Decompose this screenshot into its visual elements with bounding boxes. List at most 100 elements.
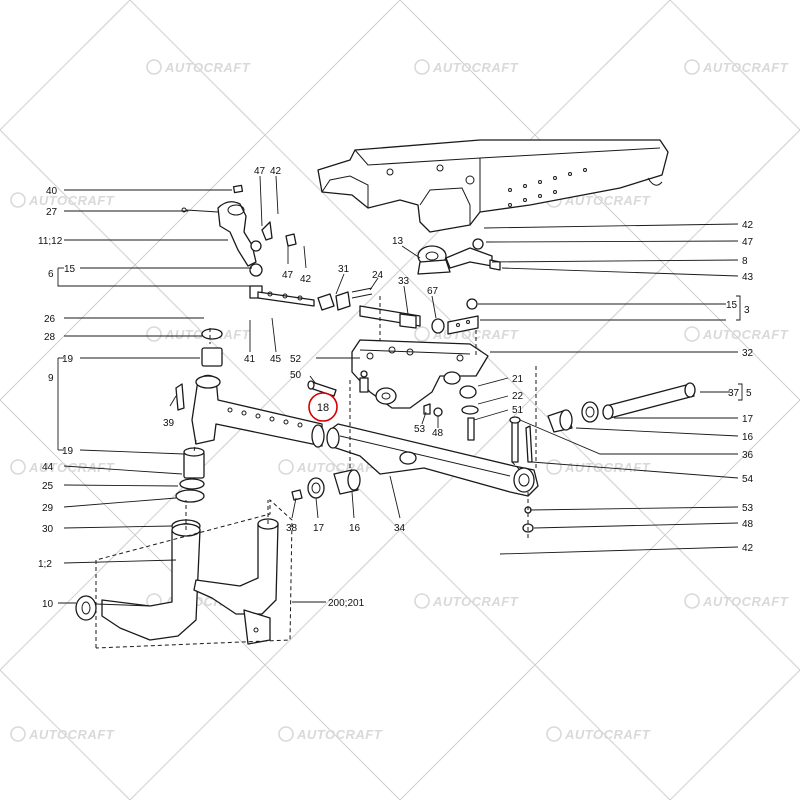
label-36: 36 [742, 450, 754, 461]
tie-rod-left [249, 221, 315, 307]
bolt-39 [175, 383, 185, 411]
watermark-logo: AUTOCRAFT [10, 192, 115, 208]
svg-text:AUTOCRAFT: AUTOCRAFT [564, 727, 651, 742]
label-39: 39 [163, 418, 175, 429]
svg-text:AUTOCRAFT: AUTOCRAFT [28, 727, 115, 742]
pivot-pin [307, 370, 369, 397]
label-1-2: 1;2 [38, 559, 52, 570]
svg-text:AUTOCRAFT: AUTOCRAFT [296, 727, 383, 742]
label-27: 27 [46, 207, 58, 218]
svg-text:AUTOCRAFT: AUTOCRAFT [432, 60, 519, 75]
watermark-logo: AUTOCRAFT [684, 59, 789, 75]
watermark-logo: AUTOCRAFT [146, 59, 251, 75]
watermark-logo: AUTOCRAFT [414, 593, 519, 609]
label-5: 5 [746, 388, 752, 399]
kingpin-stack-left [171, 447, 205, 533]
label-40: 40 [46, 186, 58, 197]
label-54: 54 [742, 474, 754, 485]
watermark-logo: AUTOCRAFT [10, 726, 115, 742]
highlight-circle [308, 392, 338, 422]
label-13: 13 [392, 236, 404, 247]
label-48: 48 [742, 519, 754, 530]
label-6: 6 [48, 269, 54, 280]
assembly-dashes [95, 296, 537, 649]
label-200-201: 200;201 [328, 598, 365, 609]
bushings-center [291, 469, 361, 501]
label-24: 24 [372, 270, 384, 281]
highlighted-callout[interactable]: 18 [308, 392, 338, 422]
label-3: 3 [744, 305, 750, 316]
label-51: 51 [512, 405, 524, 416]
svg-text:AUTOCRAFT: AUTOCRAFT [164, 60, 251, 75]
svg-text:AUTOCRAFT: AUTOCRAFT [432, 327, 519, 342]
label-9: 9 [48, 373, 54, 384]
label-16: 16 [742, 432, 754, 443]
label-42: 42 [742, 220, 754, 231]
svg-text:AUTOCRAFT: AUTOCRAFT [296, 460, 383, 475]
label-47: 47 [254, 166, 266, 177]
svg-text:AUTOCRAFT: AUTOCRAFT [702, 60, 789, 75]
label-17: 17 [742, 414, 754, 425]
label-28: 28 [44, 332, 56, 343]
svg-text:AUTOCRAFT: AUTOCRAFT [28, 460, 115, 475]
label-47: 47 [282, 270, 294, 281]
watermark-logo: AUTOCRAFT [546, 726, 651, 742]
stub-axle-right [193, 518, 279, 645]
label-37: 37 [728, 388, 740, 399]
label-29: 29 [42, 503, 54, 514]
watermark-logo: AUTOCRAFT [278, 459, 383, 475]
label-42: 42 [742, 543, 754, 554]
label-31: 31 [338, 264, 350, 275]
label-15: 15 [64, 264, 76, 275]
svg-text:AUTOCRAFT: AUTOCRAFT [432, 594, 519, 609]
watermark-logo: AUTOCRAFT [684, 326, 789, 342]
drop-arm [417, 238, 501, 275]
label-33: 33 [398, 276, 410, 287]
callout-labels: 40 27 11;12 6 15 26 28 19 9 39 19 44 25 … [38, 166, 754, 610]
label-8: 8 [742, 256, 748, 267]
label-15: 15 [726, 300, 738, 311]
label-43: 43 [742, 272, 754, 283]
label-52: 52 [290, 354, 302, 365]
watermark-logo: AUTOCRAFT [414, 59, 519, 75]
label-48: 48 [432, 428, 444, 439]
highlight-label: 18 [317, 402, 329, 414]
front-axle-beam [326, 423, 539, 497]
steering-arm [181, 184, 257, 267]
svg-text:AUTOCRAFT: AUTOCRAFT [564, 193, 651, 208]
label-19: 19 [62, 354, 74, 365]
label-45: 45 [270, 354, 282, 365]
extension-holes [227, 407, 303, 428]
label-53: 53 [414, 424, 426, 435]
watermark-logo: AUTOCRAFT [684, 593, 789, 609]
svg-text:AUTOCRAFT: AUTOCRAFT [702, 594, 789, 609]
label-53: 53 [742, 503, 754, 514]
label-42: 42 [300, 274, 312, 285]
svg-text:AUTOCRAFT: AUTOCRAFT [28, 193, 115, 208]
watermark-logo: AUTOCRAFT [146, 326, 250, 342]
label-26: 26 [44, 314, 56, 325]
label-30: 30 [42, 524, 54, 535]
tractor-frame [317, 139, 669, 233]
label-25: 25 [42, 481, 54, 492]
label-67: 67 [427, 286, 439, 297]
clamp-assembly [317, 287, 373, 311]
label-50: 50 [290, 370, 302, 381]
label-16: 16 [349, 523, 361, 534]
stub-axle-left [75, 523, 201, 641]
watermark-logo: AUTOCRAFT [10, 459, 115, 475]
label-10: 10 [42, 599, 54, 610]
frame-holes [508, 168, 587, 207]
axle-extension [191, 328, 325, 448]
watermark-logo: AUTOCRAFT [278, 726, 383, 742]
svg-text:AUTOCRAFT: AUTOCRAFT [702, 327, 789, 342]
label-41: 41 [244, 354, 256, 365]
label-47: 47 [742, 237, 754, 248]
label-32: 32 [742, 348, 754, 359]
label-22: 22 [512, 391, 524, 402]
leader-lines [57, 175, 743, 604]
label-21: 21 [512, 374, 524, 385]
label-19: 19 [62, 446, 74, 457]
